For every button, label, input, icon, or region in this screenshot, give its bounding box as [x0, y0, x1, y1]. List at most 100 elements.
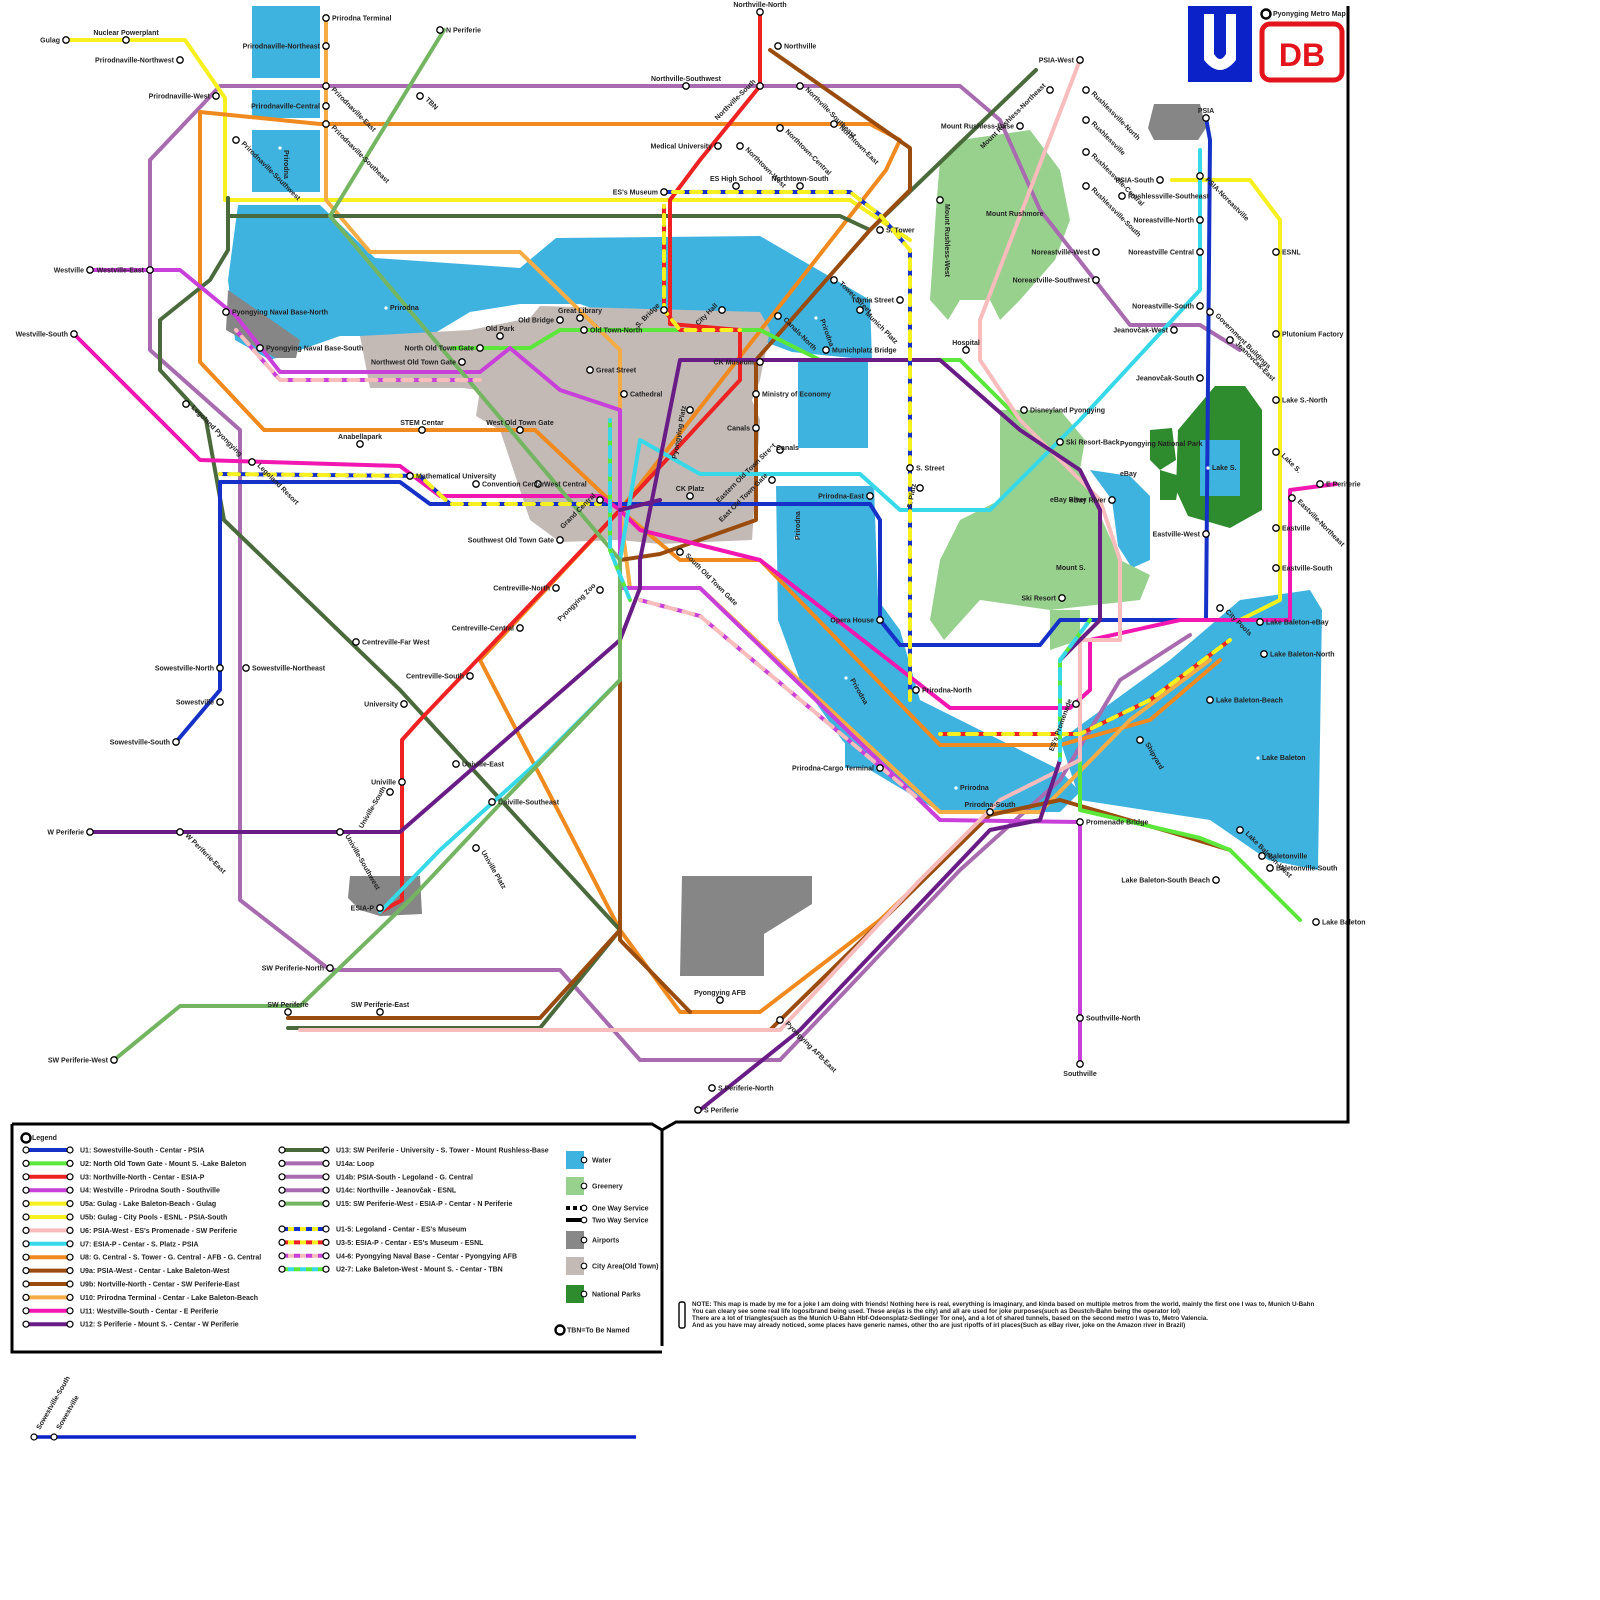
station-marker[interactable] [596, 496, 604, 504]
station-marker[interactable] [256, 344, 264, 352]
station-marker[interactable] [1272, 248, 1280, 256]
station-marker[interactable] [216, 698, 224, 706]
station-marker[interactable] [232, 136, 240, 144]
station-marker[interactable] [756, 82, 764, 90]
station-marker[interactable] [1072, 700, 1080, 708]
station-marker[interactable] [418, 426, 426, 434]
station-marker[interactable] [856, 306, 864, 314]
station-marker[interactable] [1196, 216, 1204, 224]
station-marker[interactable] [708, 1084, 716, 1092]
station-marker[interactable] [1206, 696, 1214, 704]
station-marker[interactable] [576, 314, 584, 322]
station-marker[interactable] [86, 266, 94, 274]
station-marker[interactable] [472, 844, 480, 852]
station-marker[interactable] [756, 358, 764, 366]
station-marker[interactable] [1082, 182, 1090, 190]
station-marker[interactable] [912, 686, 920, 694]
station-marker[interactable] [676, 548, 684, 556]
station-marker[interactable] [876, 226, 884, 234]
station-marker[interactable] [1108, 496, 1116, 504]
station-marker[interactable] [1136, 736, 1144, 744]
station-marker[interactable] [1256, 618, 1264, 626]
station-marker[interactable] [182, 400, 190, 408]
station-marker[interactable] [436, 26, 444, 34]
station-marker[interactable] [452, 760, 460, 768]
station-marker[interactable] [752, 424, 760, 432]
station-marker[interactable] [906, 464, 914, 472]
station-marker[interactable] [1196, 172, 1204, 180]
station-marker[interactable] [284, 1008, 292, 1016]
station-marker[interactable] [830, 276, 838, 284]
station-marker[interactable] [1076, 1014, 1084, 1022]
station-marker[interactable] [1272, 448, 1280, 456]
station-marker[interactable] [716, 996, 724, 1004]
station-marker[interactable] [1016, 122, 1024, 130]
station-marker[interactable] [86, 828, 94, 836]
station-marker[interactable] [774, 42, 782, 50]
station-marker[interactable] [386, 788, 394, 796]
station-marker[interactable] [556, 536, 564, 544]
station-marker[interactable] [416, 92, 424, 100]
station-marker[interactable] [876, 764, 884, 772]
station-marker[interactable] [916, 484, 924, 492]
station-marker[interactable] [1258, 852, 1266, 860]
station-marker[interactable] [756, 8, 764, 16]
station-marker[interactable] [1316, 480, 1324, 488]
station-marker[interactable] [694, 1106, 702, 1114]
station-marker[interactable] [986, 808, 994, 816]
station-marker[interactable] [172, 738, 180, 746]
station-marker[interactable] [586, 366, 594, 374]
station-marker[interactable] [1212, 876, 1220, 884]
station-marker[interactable] [1020, 406, 1028, 414]
station-marker[interactable] [682, 82, 690, 90]
station-marker[interactable] [248, 458, 256, 466]
station-marker[interactable] [1272, 524, 1280, 532]
station-marker[interactable] [774, 312, 782, 320]
station-marker[interactable] [830, 120, 838, 128]
station-marker[interactable] [222, 308, 230, 316]
station-marker[interactable] [1082, 86, 1090, 94]
station-marker[interactable] [660, 306, 668, 314]
station-marker[interactable] [1260, 650, 1268, 658]
station-marker[interactable] [336, 828, 344, 836]
station-marker[interactable] [1196, 248, 1204, 256]
station-marker[interactable] [752, 390, 760, 398]
station-marker[interactable] [70, 330, 78, 338]
station-marker[interactable] [1118, 192, 1126, 200]
station-marker[interactable] [476, 344, 484, 352]
station-marker[interactable] [322, 14, 330, 22]
station-marker[interactable] [322, 42, 330, 50]
station-marker[interactable] [326, 964, 334, 972]
station-marker[interactable] [1312, 918, 1320, 926]
station-marker[interactable] [1202, 530, 1210, 538]
station-marker[interactable] [596, 586, 604, 594]
station-marker[interactable] [1266, 864, 1274, 872]
station-marker[interactable] [732, 182, 740, 190]
station-marker[interactable] [1056, 438, 1064, 446]
station-marker[interactable] [1216, 604, 1224, 612]
station-marker[interactable] [936, 196, 944, 204]
station-marker[interactable] [962, 346, 970, 354]
station-marker[interactable] [352, 638, 360, 646]
station-marker[interactable] [1272, 564, 1280, 572]
station-marker[interactable] [866, 492, 874, 500]
station-marker[interactable] [406, 472, 414, 480]
station-marker[interactable] [146, 266, 154, 274]
station-marker[interactable] [1288, 494, 1296, 502]
station-marker[interactable] [1046, 86, 1054, 94]
station-marker[interactable] [822, 346, 830, 354]
station-marker[interactable] [1076, 56, 1084, 64]
station-marker[interactable] [534, 480, 542, 488]
station-marker[interactable] [212, 92, 220, 100]
station-marker[interactable] [516, 426, 524, 434]
station-marker[interactable] [1272, 396, 1280, 404]
station-marker[interactable] [1170, 326, 1178, 334]
station-marker[interactable] [110, 1056, 118, 1064]
station-marker[interactable] [458, 358, 466, 366]
station-marker[interactable] [356, 440, 364, 448]
station-marker[interactable] [1226, 336, 1234, 344]
station-marker[interactable] [1156, 176, 1164, 184]
station-marker[interactable] [896, 296, 904, 304]
station-marker[interactable] [714, 142, 722, 150]
station-marker[interactable] [400, 700, 408, 708]
